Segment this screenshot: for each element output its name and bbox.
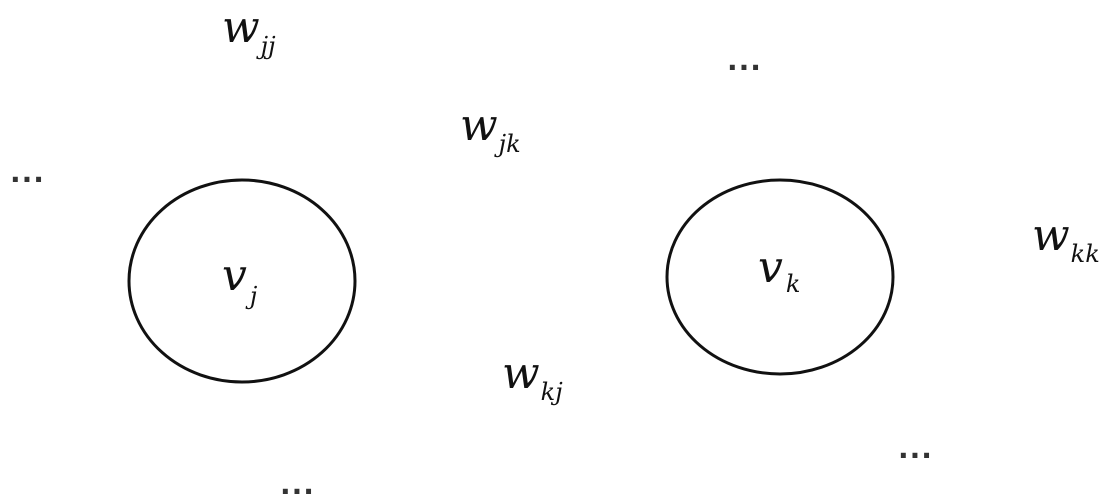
ellipsis-bottom: ... [280,468,315,498]
ellipsis-left: ... [10,156,45,189]
weight-wkj-label: wkj [502,348,563,406]
node-vj-circle [127,178,357,384]
node-vk-circle [665,178,895,376]
weight-wkk-label: wkk [1032,210,1100,268]
weight-wjk-label: wjk [460,100,521,158]
weight-wjj-label: wjj [222,2,276,60]
ellipsis-bottom-right: ... [898,432,933,465]
ellipsis-top-right: ... [727,44,762,77]
